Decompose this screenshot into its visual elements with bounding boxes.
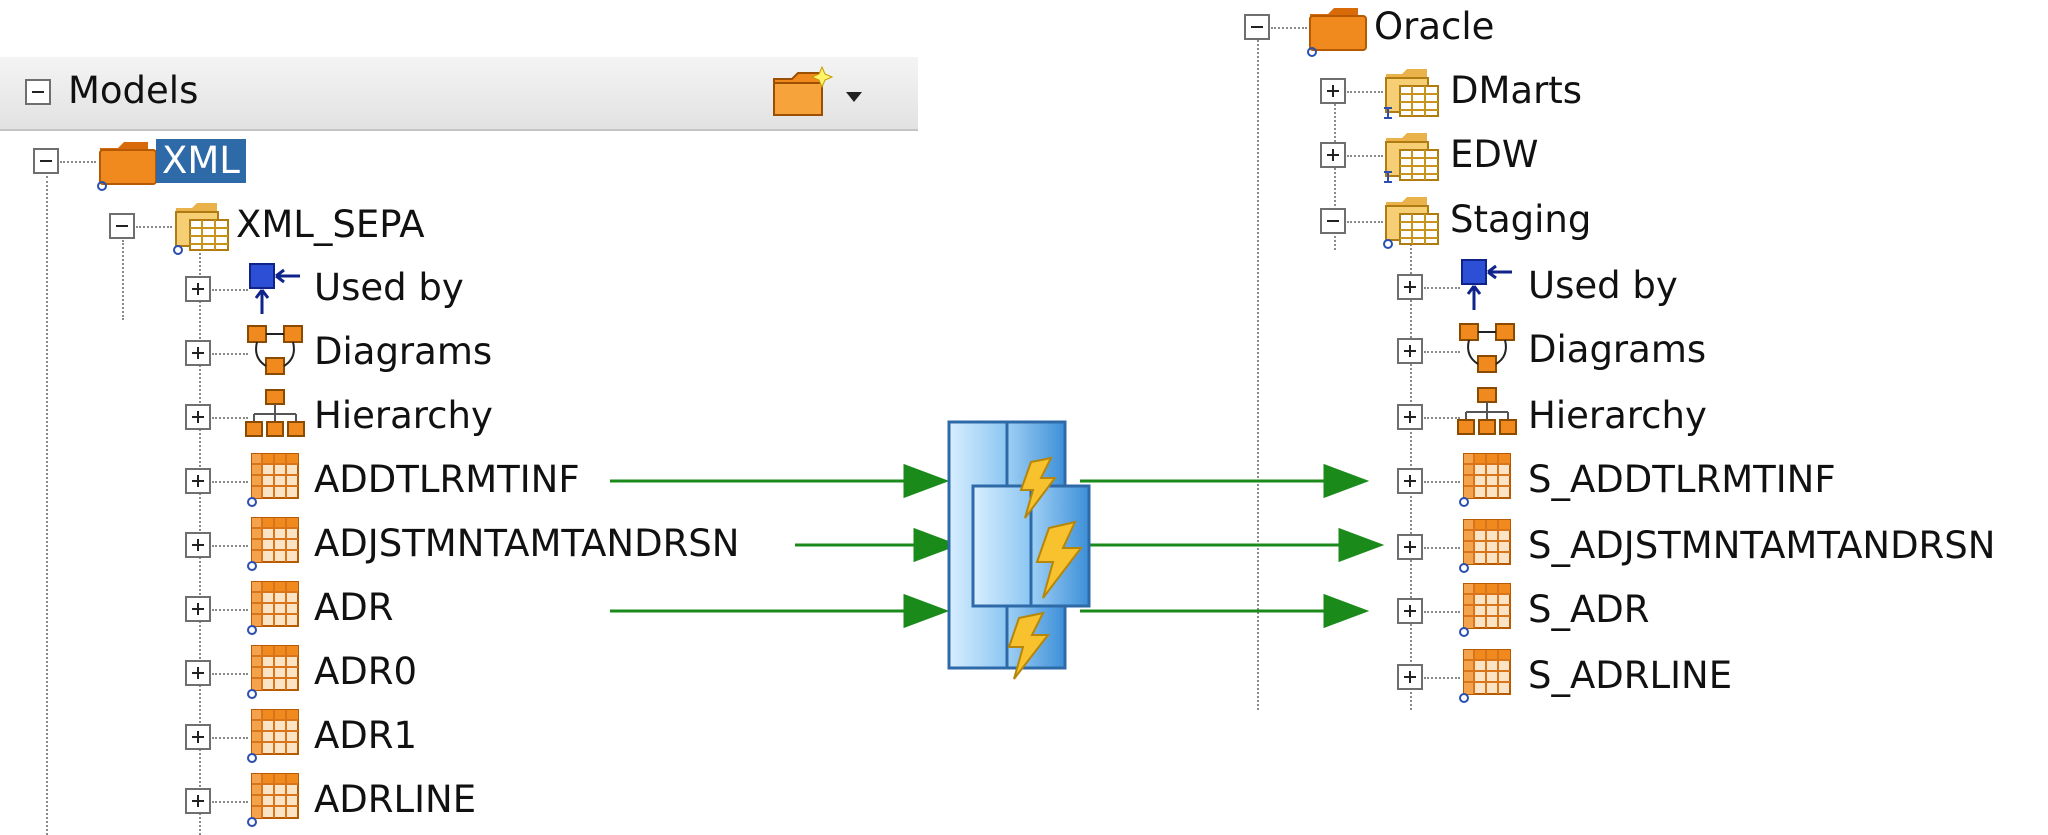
new-folder-icon[interactable] [772,65,834,119]
expand-toggle[interactable] [185,340,211,366]
expand-toggle[interactable] [1397,468,1423,494]
tree-node-table[interactable]: ADJSTMNTAMTANDRSN [314,522,740,565]
tree-node-hierarchy[interactable]: Hierarchy [314,394,493,437]
table-icon [1458,452,1514,507]
expand-toggle[interactable] [185,404,211,430]
collapse-toggle[interactable] [109,213,135,239]
used-by-icon [246,262,302,314]
table-icon [1458,518,1514,573]
tree-guide-line [1334,104,1336,250]
table-icon [246,772,302,827]
table-icon [1458,648,1514,703]
expand-toggle[interactable] [185,596,211,622]
table-icon [246,452,302,507]
expand-toggle[interactable] [1320,142,1346,168]
tree-node-table[interactable]: ADR0 [314,650,418,693]
models-panel-title: Models [68,69,199,112]
collapse-toggle[interactable] [1244,14,1270,40]
tree-node-table[interactable]: ADR [314,586,394,629]
tree-node-table[interactable]: S_ADRLINE [1528,654,1733,697]
collapse-toggle[interactable] [33,148,59,174]
tree-node-xml-sepa[interactable]: XML_SEPA [236,203,425,246]
used-by-icon [1458,258,1514,310]
table-icon [246,644,302,699]
tree-node-diagrams[interactable]: Diagrams [1528,328,1707,371]
expand-toggle[interactable] [185,468,211,494]
chevron-down-icon[interactable] [846,87,862,106]
folder-icon [1306,0,1367,57]
hierarchy-icon [245,388,305,440]
model-folder-icon [172,198,229,255]
expand-toggle[interactable] [185,660,211,686]
model-folder-icon [1382,192,1439,249]
tree-guide-line [122,240,124,320]
tree-node-edw[interactable]: EDW [1450,133,1539,176]
tree-node-staging[interactable]: Staging [1450,198,1592,241]
diagrams-icon [246,324,303,376]
table-icon [1458,582,1514,637]
tree-node-table[interactable]: S_ADR [1528,588,1650,631]
tree-node-table[interactable]: S_ADJSTMNTAMTANDRSN [1528,524,1996,567]
tree-node-oracle[interactable]: Oracle [1374,5,1495,48]
model-folder-icon [1382,128,1439,183]
expand-toggle[interactable] [1397,598,1423,624]
expand-toggle[interactable] [1320,78,1346,104]
expand-toggle[interactable] [185,724,211,750]
table-icon [246,708,302,763]
table-icon [246,580,302,635]
diagrams-icon [1458,322,1515,374]
tree-guide-line [1257,40,1259,710]
tree-node-hierarchy[interactable]: Hierarchy [1528,394,1707,437]
tree-node-dmarts[interactable]: DMarts [1450,69,1583,112]
expand-toggle[interactable] [1397,534,1423,560]
tree-guide-line [46,176,48,835]
collapse-panel-toggle[interactable] [25,79,51,105]
tree-node-xml[interactable]: XML [156,139,246,183]
expand-toggle[interactable] [185,276,211,302]
expand-toggle[interactable] [185,788,211,814]
expand-toggle[interactable] [1397,274,1423,300]
hierarchy-icon [1457,386,1517,438]
expand-toggle[interactable] [1397,664,1423,690]
model-folder-icon [1382,64,1439,119]
collapse-toggle[interactable] [1320,208,1346,234]
tree-node-table[interactable]: ADRLINE [314,778,477,821]
models-panel-header: Models [0,57,918,131]
folder-icon [96,134,157,191]
expand-toggle[interactable] [1397,404,1423,430]
mapping-transform-icon [945,418,1095,680]
expand-toggle[interactable] [1397,338,1423,364]
table-icon [246,516,302,571]
tree-node-table[interactable]: ADR1 [314,714,418,757]
expand-toggle[interactable] [185,532,211,558]
tree-node-diagrams[interactable]: Diagrams [314,330,493,373]
tree-node-table[interactable]: S_ADDTLRMTINF [1528,458,1836,501]
tree-node-used-by[interactable]: Used by [1528,264,1678,307]
tree-node-used-by[interactable]: Used by [314,266,464,309]
tree-node-table[interactable]: ADDTLRMTINF [314,458,580,501]
